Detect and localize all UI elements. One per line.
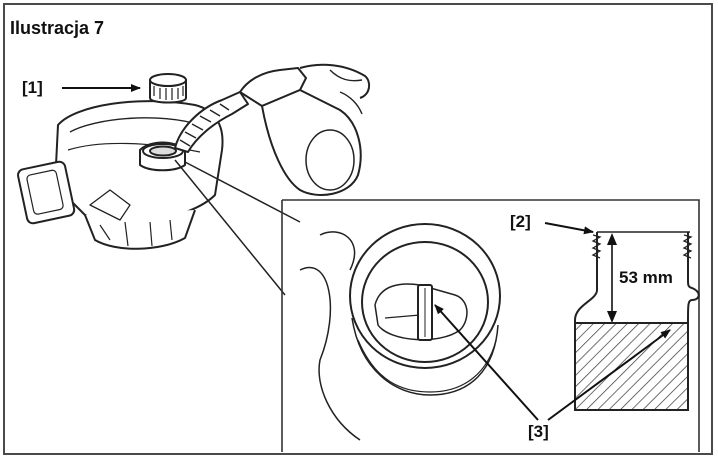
oil-level-gauge-icon <box>574 231 700 411</box>
illustration-title: Ilustracja 7 <box>10 18 105 38</box>
oil-bottle-icon <box>174 63 371 196</box>
callout-1-label: [1] <box>22 78 43 97</box>
dipstick-tab-icon <box>417 284 433 341</box>
callout-2-label: [2] <box>510 212 531 231</box>
dimension-53mm-arrow <box>607 233 617 323</box>
callout-3-arrow-a <box>434 304 539 421</box>
callout-3-arrow-b <box>547 329 671 421</box>
engine-icon <box>17 100 224 250</box>
callout-3-label: [3] <box>528 422 549 441</box>
oil-filler-cap-icon <box>149 73 187 104</box>
callout-2-arrow <box>544 222 594 235</box>
dimension-label: 53 mm <box>617 268 675 288</box>
filler-neck-icon <box>299 223 501 441</box>
